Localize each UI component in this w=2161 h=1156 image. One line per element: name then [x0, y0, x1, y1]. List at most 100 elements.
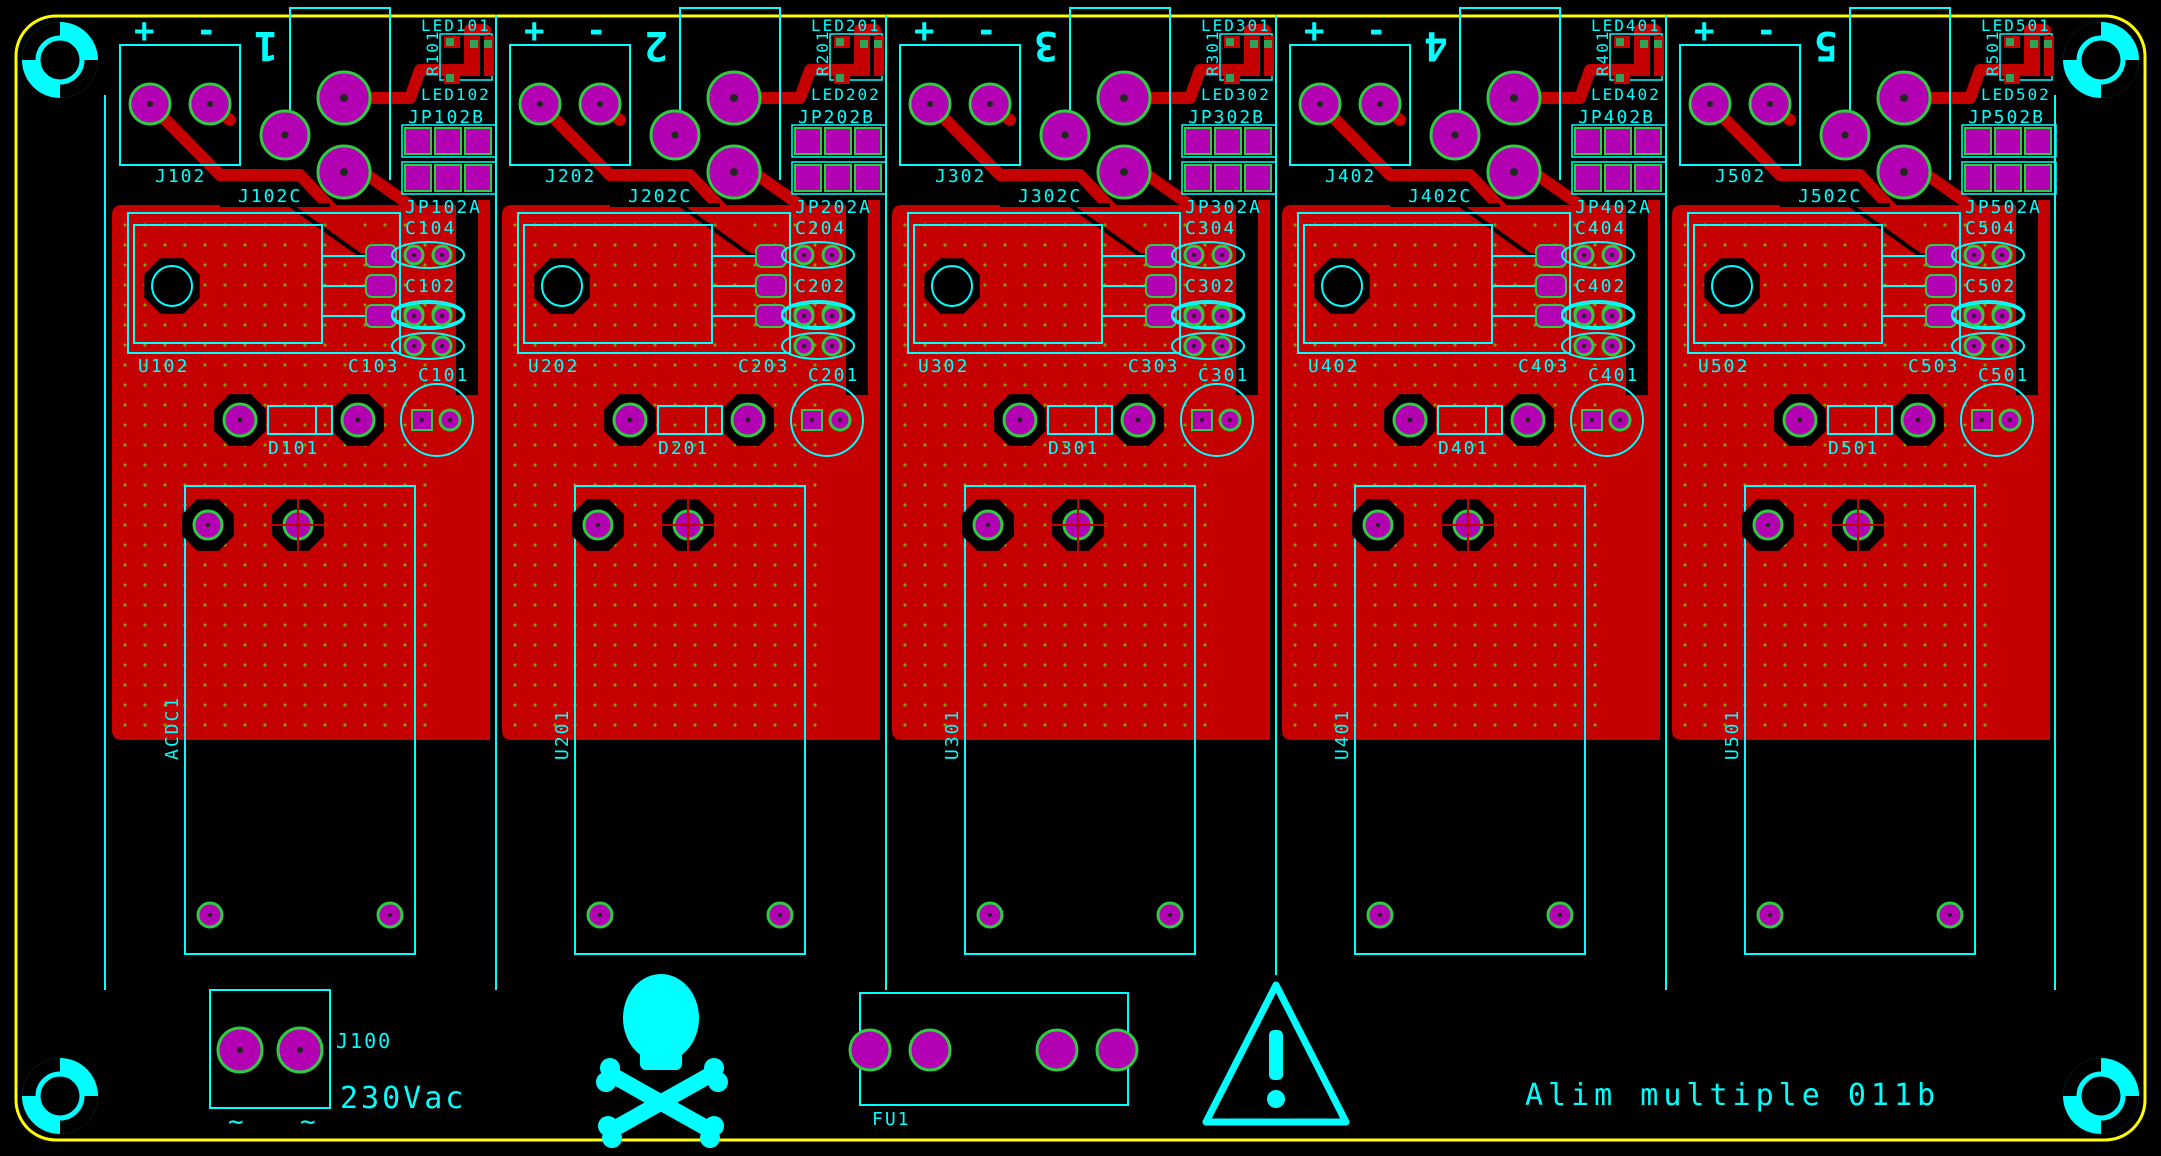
diode-body	[1047, 405, 1113, 435]
capacitor-pad	[793, 305, 815, 327]
regulator-pin	[1925, 304, 1957, 328]
module-label: ACDC1	[162, 696, 183, 760]
led-label: LED402	[1591, 85, 1661, 104]
jack-pad	[706, 70, 762, 126]
terminal-pad	[518, 82, 562, 126]
jumper-label: JP402B	[1578, 107, 1655, 128]
jack-pad	[316, 70, 372, 126]
terminal-pad	[578, 82, 622, 126]
capacitor-pad	[1991, 305, 2013, 327]
diode-pad	[1900, 402, 1936, 438]
connector-outline	[1289, 44, 1411, 166]
regulator-pin	[1535, 274, 1567, 298]
plus-label: +	[524, 11, 546, 51]
capacitor-pad	[403, 305, 425, 327]
channel-number: 2	[642, 22, 668, 68]
jack-pad	[259, 109, 311, 161]
capacitor-label: C304	[1185, 218, 1236, 239]
voltage-label: 230Vac	[340, 1081, 466, 1116]
capacitor-pad	[1601, 244, 1623, 266]
led-label: LED101	[421, 16, 491, 35]
plus-label: +	[914, 11, 936, 51]
regulator-pin	[1145, 304, 1177, 328]
module-pad	[1366, 901, 1394, 929]
jack-pad	[649, 109, 701, 161]
mounting-hole-icon	[22, 1058, 98, 1134]
resistor-label: R501	[1983, 29, 2002, 76]
terminal-pad	[1298, 82, 1342, 126]
capacitor-label: C301	[1198, 365, 1249, 386]
channel-number: 1	[252, 22, 278, 68]
regulator-pin	[1535, 244, 1567, 268]
connector-label: J202	[545, 166, 596, 187]
minus-label: -	[1366, 11, 1388, 51]
led-label: LED501	[1981, 16, 2051, 35]
capacitor-label: C503	[1908, 356, 1959, 377]
module-pad	[766, 901, 794, 929]
jumper-label: JP502B	[1968, 107, 2045, 128]
capacitor-label: C203	[738, 356, 789, 377]
radial-capacitor-outline	[1180, 383, 1254, 457]
diode-label: D301	[1048, 438, 1099, 459]
plus-label: +	[1694, 11, 1716, 51]
terminal-pad	[908, 82, 952, 126]
resistor-label: R201	[813, 29, 832, 76]
module-pad	[1156, 901, 1184, 929]
capacitor-label: C104	[405, 218, 456, 239]
j100-pad-1	[216, 1026, 264, 1074]
power-module-outline	[574, 485, 806, 955]
capacitor-label: C103	[348, 356, 399, 377]
diode-pad	[612, 402, 648, 438]
jumper-label: JP402A	[1575, 197, 1652, 218]
jack-pad	[1096, 144, 1152, 200]
capacitor-label: C403	[1518, 356, 1569, 377]
diode-pad	[340, 402, 376, 438]
jumper-label: JP102A	[405, 197, 482, 218]
jack-pad	[706, 144, 762, 200]
diode-pad	[1392, 402, 1428, 438]
connector-outline	[509, 44, 631, 166]
power-module-outline	[184, 485, 416, 955]
capacitor-label: C501	[1978, 365, 2029, 386]
capacitor-group	[1951, 241, 2025, 360]
jack-pad	[316, 144, 372, 200]
radial-capacitor-pad	[1191, 409, 1213, 431]
module-pad	[1936, 901, 1964, 929]
radial-capacitor-pad	[411, 409, 433, 431]
module-label: U301	[942, 709, 963, 760]
regulator-outline	[1297, 212, 1571, 354]
capacitor-pad	[1991, 335, 2013, 357]
regulator-pin	[365, 304, 397, 328]
regulator-pin	[1145, 244, 1177, 268]
regulator-outline	[517, 212, 791, 354]
channel-block: +-1J102J102CR101LED101LED102JP102BJP102A…	[112, 7, 497, 955]
module-pad	[192, 509, 224, 541]
radial-capacitor-pad	[828, 408, 852, 432]
regulator-label: U402	[1308, 356, 1359, 377]
diode-pad	[222, 402, 258, 438]
module-label: U401	[1332, 709, 1353, 760]
channel-number: 3	[1032, 22, 1058, 68]
regulator-pin	[365, 244, 397, 268]
terminal-pad	[128, 82, 172, 126]
module-pad	[376, 901, 404, 929]
capacitor-pad	[1963, 244, 1985, 266]
j100-outline	[209, 989, 331, 1109]
capacitor-pad	[431, 244, 453, 266]
terminal-pad	[1688, 82, 1732, 126]
capacitor-label: C102	[405, 276, 456, 297]
capacitor-pad	[403, 335, 425, 357]
capacitor-label: C404	[1575, 218, 1626, 239]
jack-pad	[1429, 109, 1481, 161]
jumper-label: JP202A	[795, 197, 872, 218]
plus-label: +	[1304, 11, 1326, 51]
jumper-block	[1181, 124, 1277, 195]
module-pad	[1752, 509, 1784, 541]
capacitor-label: C101	[418, 365, 469, 386]
minus-label: -	[976, 11, 998, 51]
mounting-holes	[22, 22, 2139, 1134]
regulator-body	[913, 224, 1103, 344]
capacitor-pad	[1183, 244, 1205, 266]
regulator-body	[523, 224, 713, 344]
